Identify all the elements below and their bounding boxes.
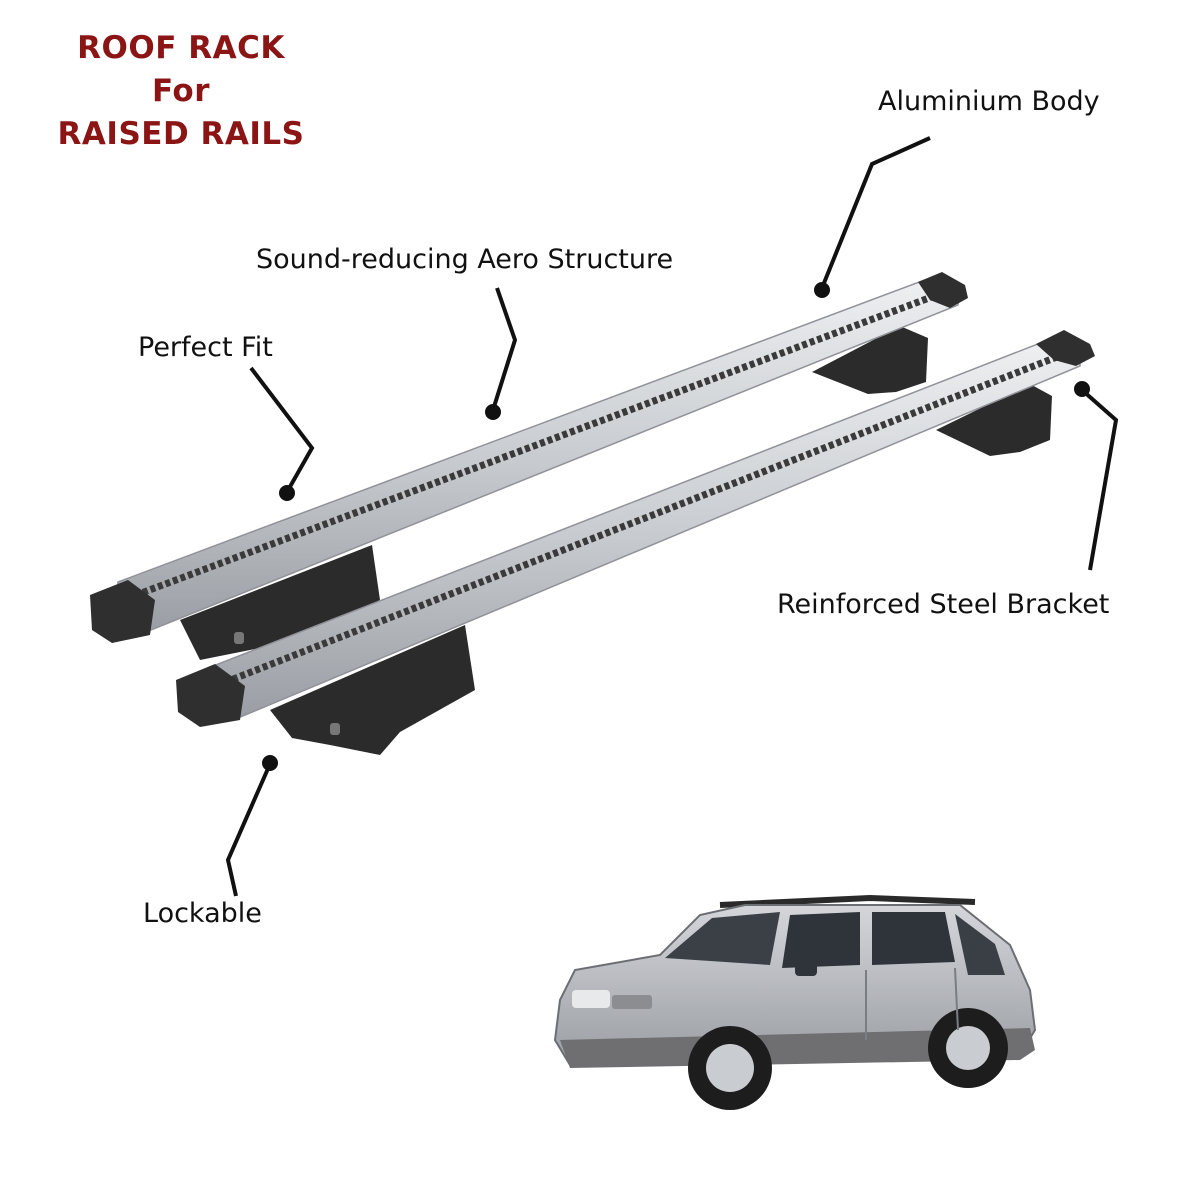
title-line-3: RAISED RAILS [57, 116, 305, 152]
title-line-1: ROOF RACK [77, 30, 285, 66]
callout-aero-structure: Sound-reducing Aero Structure [256, 244, 674, 275]
callout-steel-bracket: Reinforced Steel Bracket [777, 589, 1110, 620]
callout-dots [262, 282, 1090, 771]
rear-bracket-back-bar [812, 326, 928, 394]
callout-lockable: Lockable [143, 898, 262, 929]
roof-rack-crossbars-icon [90, 272, 1095, 755]
suv-vehicle-icon [553, 894, 1037, 1110]
callout-leader-lines [225, 136, 1119, 897]
title-line-2: For [151, 73, 210, 109]
rear-bracket-front-bar [936, 384, 1052, 456]
callout-aluminium-body: Aluminium Body [878, 86, 1100, 117]
callout-perfect-fit: Perfect Fit [138, 332, 273, 363]
